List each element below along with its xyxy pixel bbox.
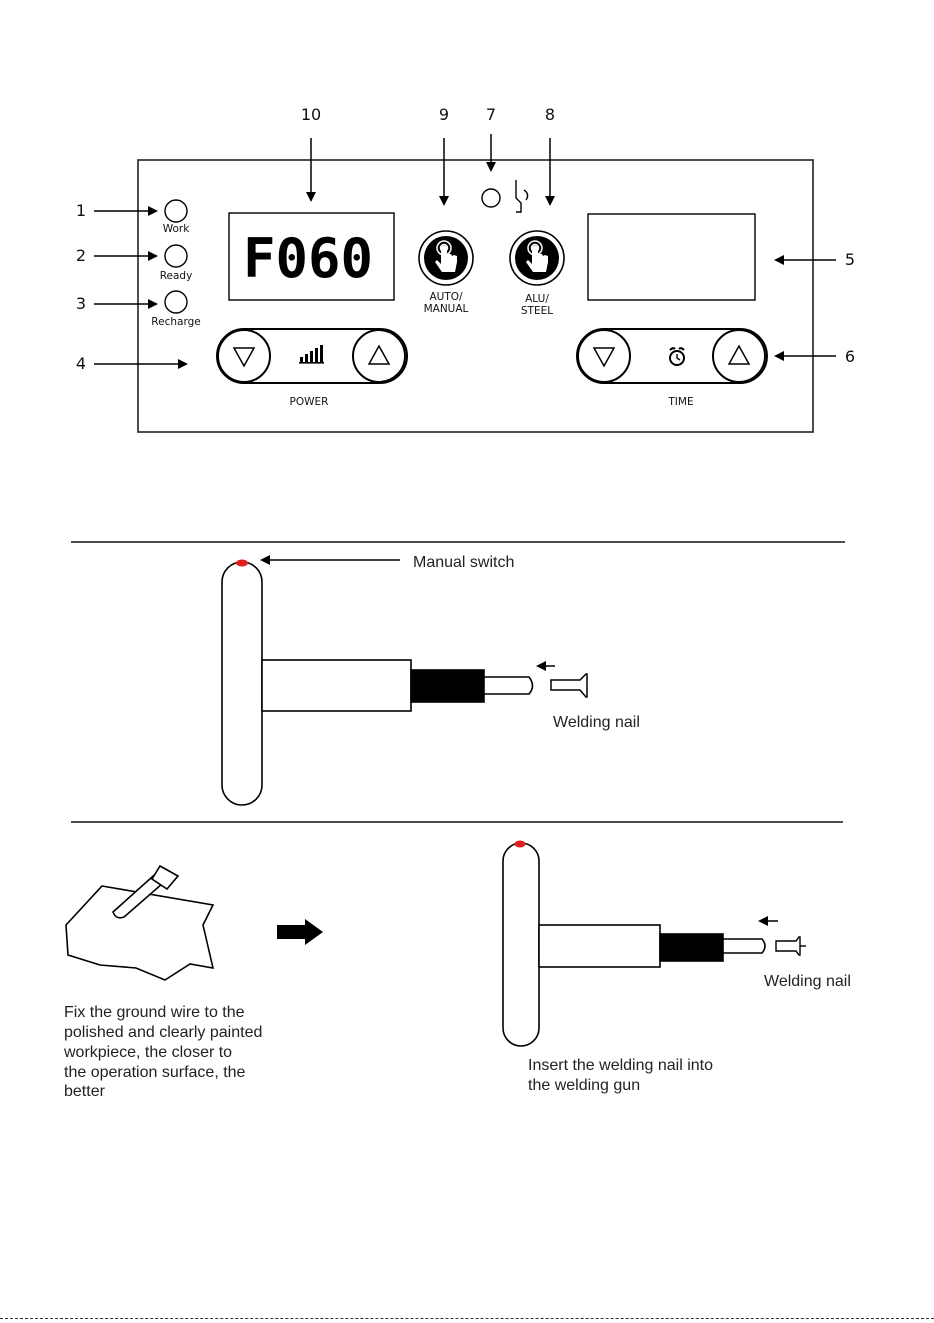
ground-clamp-icon xyxy=(516,180,528,212)
ground-socket-light xyxy=(482,189,500,207)
work-indicator-light xyxy=(165,200,187,222)
auto-manual-button[interactable] xyxy=(419,231,473,285)
ready-indicator-light xyxy=(165,245,187,267)
step2-welding-nail-label: Welding nail xyxy=(764,973,851,990)
callout-5: 5 xyxy=(845,250,855,269)
alu-steel-label-line2: STEEL xyxy=(521,305,553,317)
callout-8: 8 xyxy=(545,105,555,124)
manual-switch-label: Manual switch xyxy=(413,554,514,571)
step1-caption-line: workpiece, the closer to xyxy=(63,1044,232,1061)
welding-gun-large xyxy=(222,562,533,805)
power-control xyxy=(217,329,407,383)
time-label: TIME xyxy=(667,396,693,408)
recharge-indicator-light xyxy=(165,291,187,313)
triangle-down-icon xyxy=(594,348,614,366)
time-display xyxy=(588,214,755,300)
step1-caption-line: Fix the ground wire to the xyxy=(64,1004,245,1021)
welding-nail-small xyxy=(776,937,806,955)
step1-caption-line: the operation surface, the xyxy=(64,1064,246,1081)
time-increase-button[interactable] xyxy=(713,330,765,382)
auto-manual-label-line2: MANUAL xyxy=(424,303,469,315)
callout-1: 1 xyxy=(76,201,86,220)
callout-4: 4 xyxy=(76,354,86,373)
next-step-arrow xyxy=(277,919,323,945)
power-increase-button[interactable] xyxy=(353,330,405,382)
welding-nail-large xyxy=(551,674,587,697)
triangle-down-icon xyxy=(234,348,254,366)
time-control xyxy=(577,329,767,383)
auto-manual-label-line1: AUTO/ xyxy=(429,291,463,303)
ready-indicator-label: Ready xyxy=(160,270,193,282)
ground-wire-workpiece-illustration xyxy=(66,866,213,980)
step2-caption: Insert the welding nail into the welding… xyxy=(528,1057,713,1094)
power-display-value: F060 xyxy=(243,227,373,290)
triangle-up-icon xyxy=(729,346,749,364)
step2-caption-line: Insert the welding nail into xyxy=(528,1057,713,1074)
alu-steel-label-line1: ALU/ xyxy=(525,293,549,305)
manual-switch-button[interactable] xyxy=(236,560,248,567)
step2-caption-line: the welding gun xyxy=(528,1077,640,1094)
alu-steel-button[interactable] xyxy=(510,231,564,285)
welding-gun-small xyxy=(503,843,765,1046)
control-panel-frame xyxy=(138,160,813,432)
callout-7: 7 xyxy=(486,105,496,124)
callout-2: 2 xyxy=(76,246,86,265)
time-decrease-button[interactable] xyxy=(578,330,630,382)
callout-10: 10 xyxy=(301,105,321,124)
welding-nail-label: Welding nail xyxy=(553,714,640,731)
manual-switch-button-small[interactable] xyxy=(515,841,526,848)
page-bottom-border xyxy=(0,1318,934,1319)
step1-caption-line: better xyxy=(64,1083,106,1100)
power-decrease-button[interactable] xyxy=(218,330,270,382)
step1-caption: Fix the ground wire to the polished and … xyxy=(63,1004,262,1100)
callout-9: 9 xyxy=(439,105,449,124)
alarm-clock-icon xyxy=(670,348,684,365)
callout-3: 3 xyxy=(76,294,86,313)
power-label: POWER xyxy=(290,396,329,408)
step1-caption-line: polished and clearly painted xyxy=(64,1024,262,1041)
callout-6: 6 xyxy=(845,347,855,366)
work-indicator-label: Work xyxy=(163,223,191,235)
recharge-indicator-label: Recharge xyxy=(151,316,200,328)
signal-bars-icon xyxy=(299,345,324,364)
triangle-up-icon xyxy=(369,346,389,364)
